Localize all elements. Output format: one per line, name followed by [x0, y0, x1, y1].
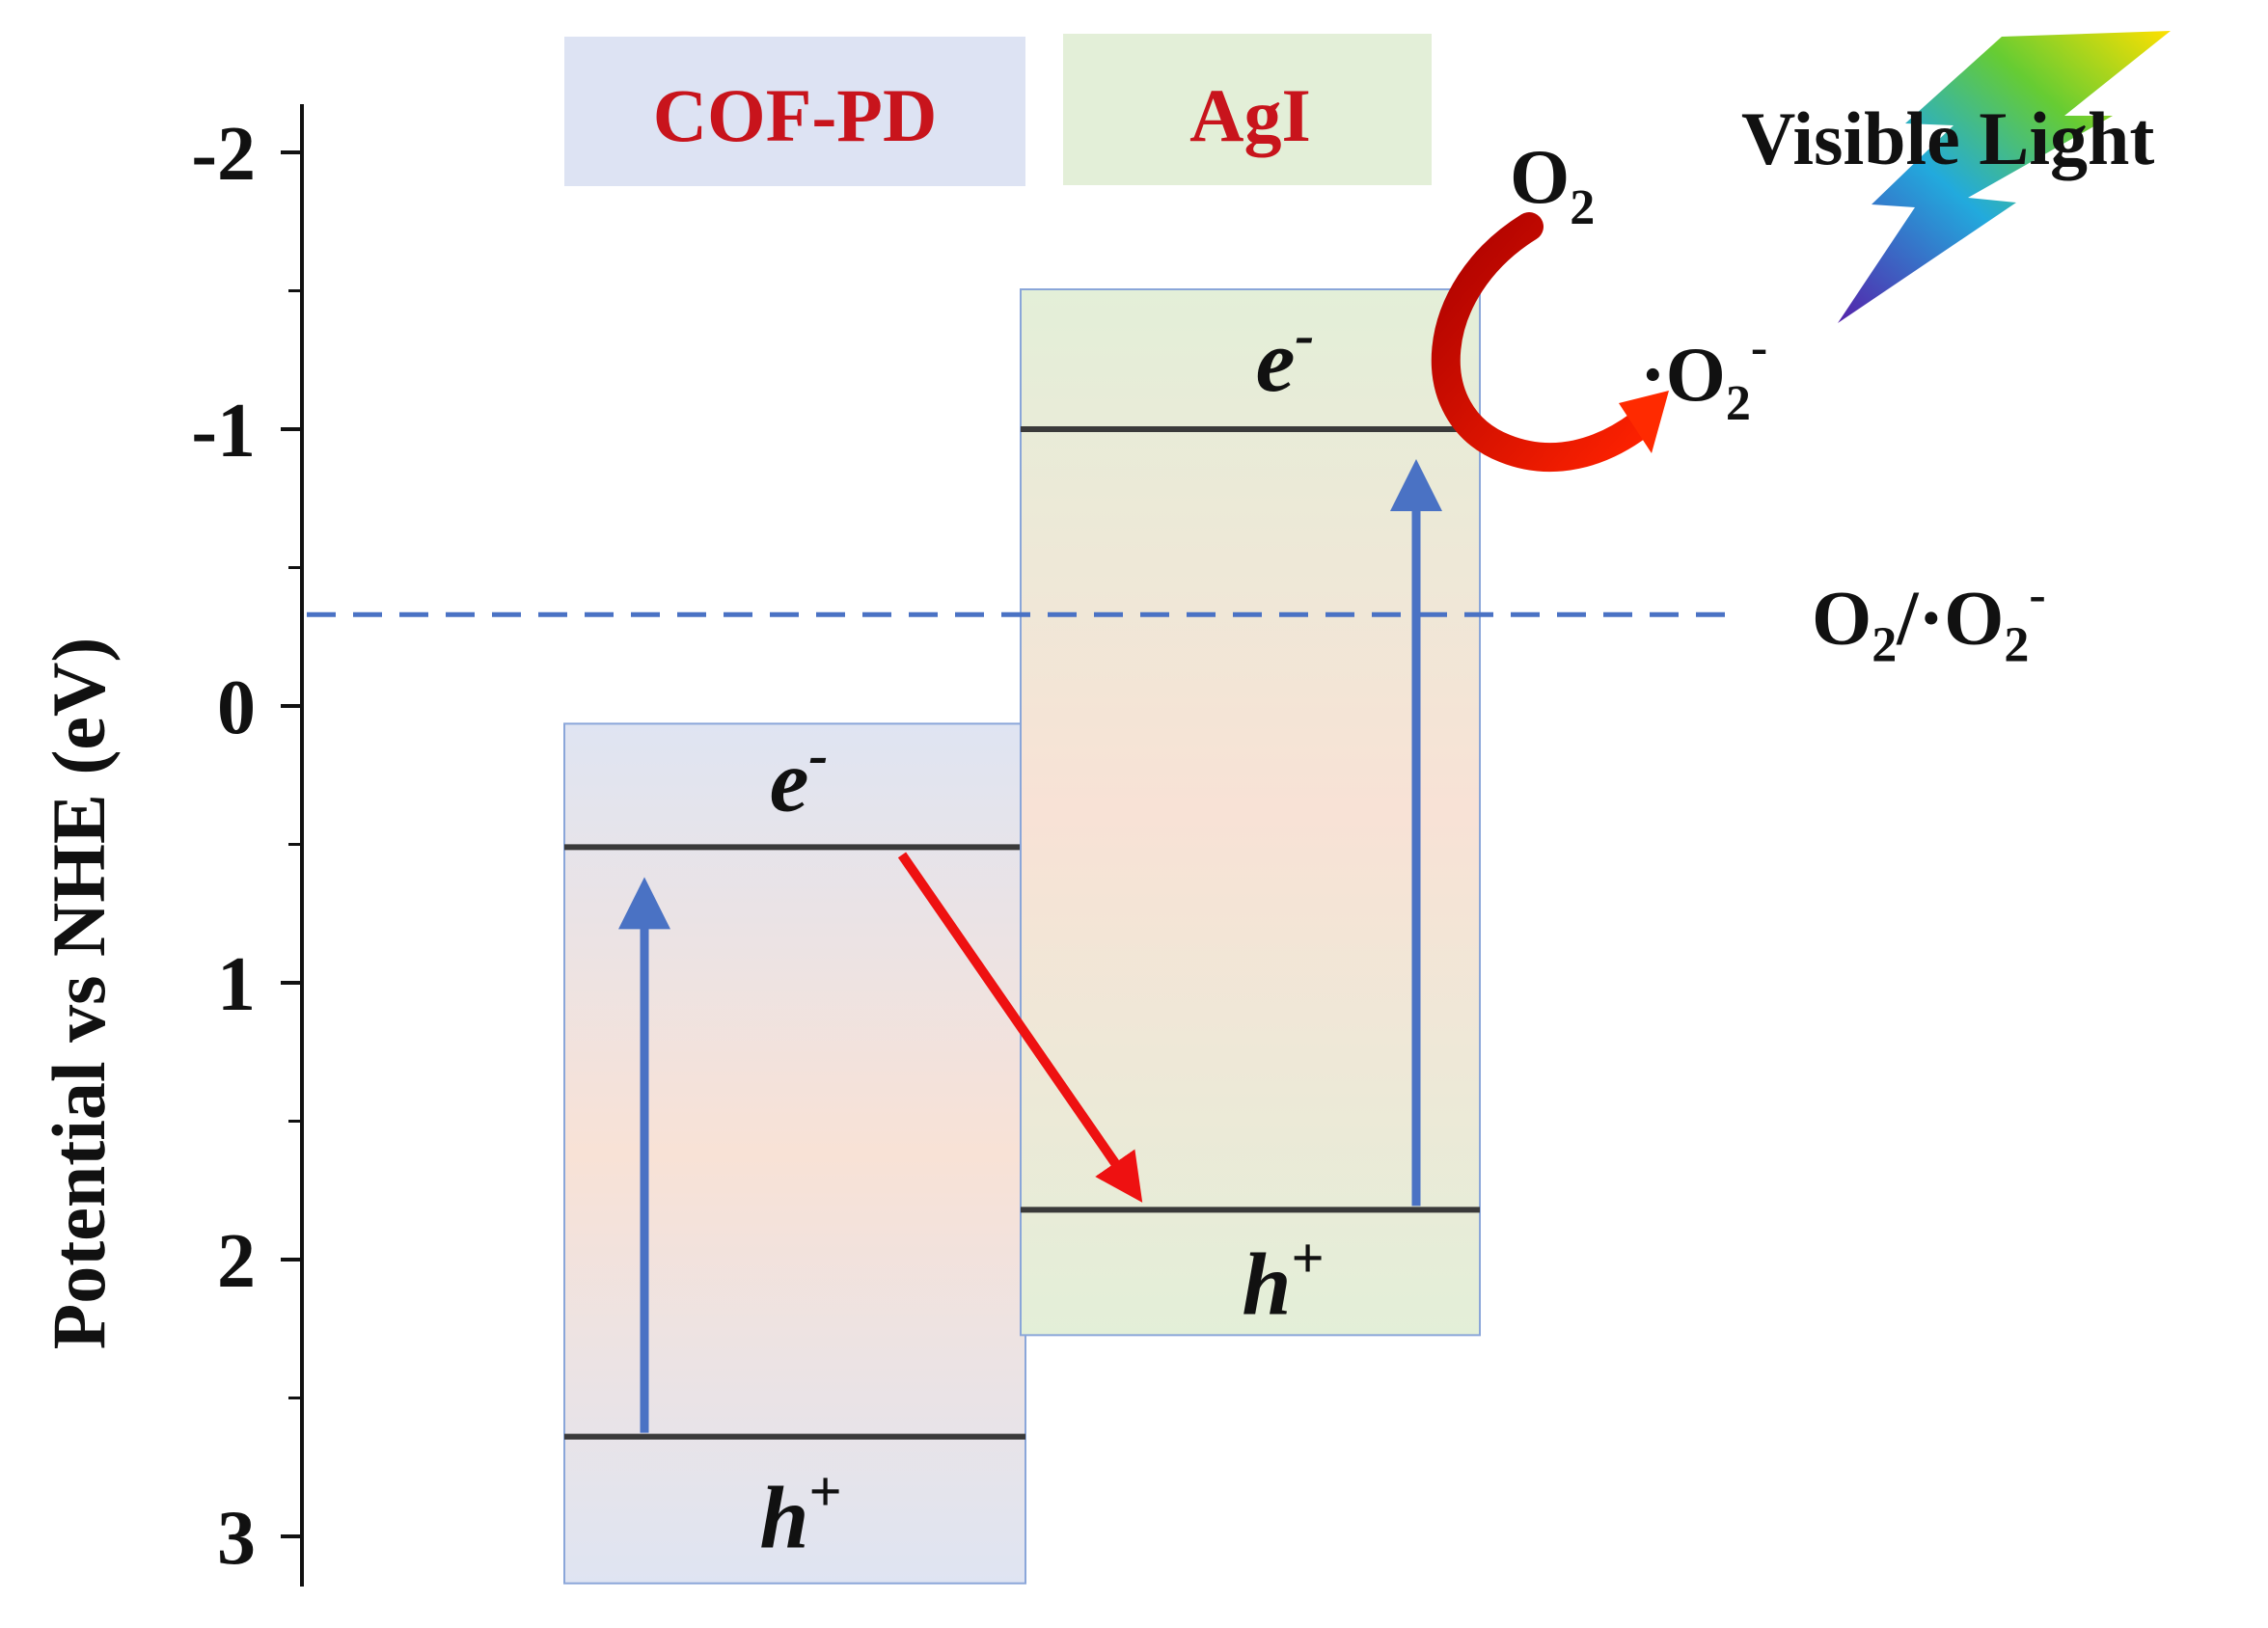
y-axis-tick-label: 3 — [217, 1496, 256, 1581]
y-axis-tick-label: -2 — [191, 112, 256, 197]
ref-o: O — [1812, 576, 1872, 661]
y-axis-tick-label: -1 — [191, 389, 256, 474]
cof-band-region — [563, 722, 1026, 1585]
ref-sub1: 2 — [1872, 617, 1897, 672]
product-sup: - — [1751, 320, 1767, 375]
ref-sub2: 2 — [2004, 617, 2029, 672]
y-axis-minor-ticks — [288, 289, 302, 1399]
cof-hole-label: h+ — [759, 1460, 841, 1567]
product-sub: 2 — [1726, 376, 1751, 431]
o2-reactant-o: O — [1510, 135, 1570, 220]
agi-hole-symbol: h — [1242, 1235, 1291, 1333]
agi-header: AgI — [1063, 34, 1432, 185]
agi-band-region — [1020, 288, 1481, 1337]
cof-header: COF-PD — [564, 37, 1025, 186]
visible-light: Visible Light — [1741, 31, 2171, 323]
reaction-arrowhead — [1619, 391, 1669, 453]
agi-hole-label: h+ — [1242, 1226, 1324, 1333]
cof-electron-charge: - — [808, 722, 828, 786]
cof-electron-symbol: e — [770, 731, 809, 829]
y-axis-tick-label: 2 — [217, 1219, 256, 1304]
reaction-curved-arrow — [1431, 212, 1654, 473]
o2-reduction-label: O2/·O2- — [1812, 567, 2046, 672]
ref-sup: - — [2029, 567, 2045, 622]
y-axis-tick-label: 1 — [217, 942, 256, 1027]
cof-electron-label: e- — [770, 722, 829, 829]
lightning-bolt-icon — [1838, 31, 2171, 323]
y-axis-title: Potential vs NHE (eV) — [37, 638, 121, 1350]
y-axis-ticks: -2 -1 0 1 2 3 — [191, 112, 302, 1581]
agi-electron-symbol: e — [1256, 312, 1296, 410]
agi-header-label: AgI — [1189, 73, 1311, 157]
agi-electron-charge: - — [1295, 303, 1314, 366]
cof-band-box — [563, 722, 1026, 1585]
product-o: ·O — [1640, 333, 1726, 418]
o2-reactant-sub: 2 — [1570, 180, 1595, 235]
agi-hole-charge: + — [1291, 1226, 1324, 1289]
cof-header-label: COF-PD — [653, 73, 938, 157]
agi-electron-label: e- — [1256, 303, 1315, 410]
electron-transfer-arrow — [897, 852, 1143, 1203]
visible-light-label: Visible Light — [1741, 96, 2154, 180]
agi-band-box — [1020, 288, 1481, 1337]
y-axis-tick-label: 0 — [217, 665, 256, 750]
superoxide-product-label: ·O2- — [1640, 320, 1767, 431]
cof-hole-charge: + — [808, 1460, 841, 1524]
y-axis: -2 -1 0 1 2 3 Potential vs NHE (eV) — [37, 104, 304, 1587]
o2-reactant-label: O2 — [1510, 135, 1595, 235]
cof-hole-symbol: h — [759, 1469, 808, 1567]
superoxide-reaction: O2 ·O2- — [1431, 135, 1767, 473]
ref-mid: /·O — [1896, 576, 2004, 661]
